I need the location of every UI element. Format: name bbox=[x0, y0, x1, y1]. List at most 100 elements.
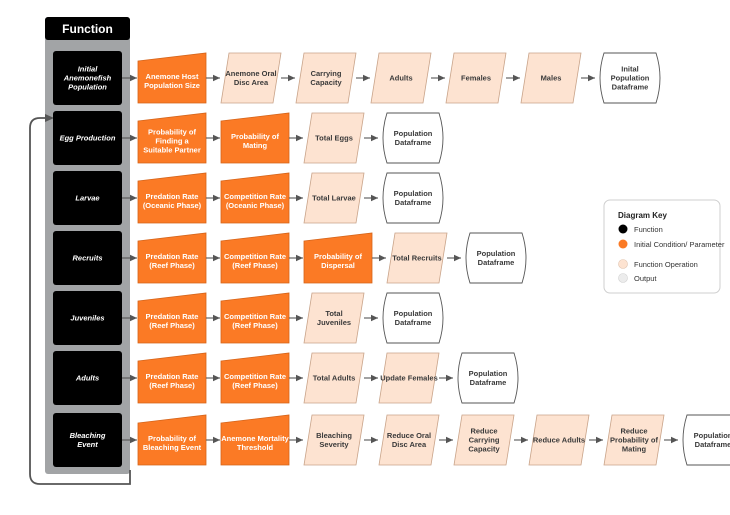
operation-label: Males bbox=[541, 74, 562, 83]
operation-shape bbox=[528, 414, 590, 466]
output-shape bbox=[465, 232, 527, 284]
operation-shape bbox=[303, 172, 365, 224]
output-shape bbox=[599, 52, 661, 104]
key-label-output: Output bbox=[634, 274, 657, 283]
function-box bbox=[53, 351, 122, 405]
output-shape bbox=[682, 414, 730, 466]
function-label: Juveniles bbox=[70, 314, 104, 323]
loop-back-arrowhead bbox=[45, 114, 54, 122]
operation-label: Update Females bbox=[380, 374, 438, 383]
diagram-key: Diagram Key Function Initial Condition/ … bbox=[603, 199, 725, 294]
parameter-shape bbox=[137, 172, 207, 224]
key-swatch-output bbox=[618, 273, 628, 283]
parameter-shape bbox=[220, 232, 290, 284]
function-label: Egg Production bbox=[60, 134, 116, 143]
parameter-shape bbox=[137, 52, 207, 104]
function-box bbox=[53, 291, 122, 345]
operation-shape bbox=[303, 352, 365, 404]
key-title: Diagram Key bbox=[618, 211, 667, 220]
parameter-shape bbox=[220, 172, 290, 224]
key-label-param: Initial Condition/ Parameter bbox=[634, 240, 725, 249]
row-juveniles: Juveniles Predation Rate(Reef Phase) Compe… bbox=[53, 291, 444, 345]
parameter-node: Predation Rate(Oceanic Phase) bbox=[137, 172, 207, 224]
operation-label: Total Larvae bbox=[312, 194, 356, 203]
operation-shape bbox=[453, 414, 515, 466]
operation-node: Females bbox=[445, 52, 507, 104]
parameter-shape bbox=[137, 352, 207, 404]
key-box bbox=[603, 199, 721, 294]
parameter-node: Competition Rate(Reef Phase) bbox=[220, 352, 290, 404]
parameter-node: Competition Rate(Reef Phase) bbox=[220, 232, 290, 284]
operation-label: Females bbox=[461, 74, 491, 83]
parameter-label: Predation Rate(Oceanic Phase) bbox=[143, 192, 202, 210]
parameter-label: Predation Rate(Reef Phase) bbox=[146, 252, 199, 270]
operation-node: Total Larvae bbox=[303, 172, 365, 224]
operation-shape bbox=[370, 52, 432, 104]
parameter-shape bbox=[137, 414, 207, 466]
operation-label: Adults bbox=[389, 74, 412, 83]
parameter-shape bbox=[220, 352, 290, 404]
operation-shape bbox=[378, 352, 440, 404]
operation-label: Total Adults bbox=[313, 374, 356, 383]
operation-shape bbox=[303, 414, 365, 466]
operation-shape bbox=[303, 112, 365, 164]
key-swatch-param bbox=[618, 239, 628, 249]
parameter-node: Competition Rate(Reef Phase) bbox=[220, 292, 290, 344]
operation-shape bbox=[378, 414, 440, 466]
parameter-shape bbox=[137, 112, 207, 164]
operation-label: Total Eggs bbox=[315, 134, 353, 143]
function-label: Larvae bbox=[75, 194, 99, 203]
parameter-shape bbox=[137, 232, 207, 284]
function-box bbox=[53, 171, 122, 225]
operation-node: Males bbox=[520, 52, 582, 104]
operation-node: Reduce Adults bbox=[528, 414, 590, 466]
key-swatch-function bbox=[618, 224, 628, 234]
operation-shape bbox=[303, 292, 365, 344]
function-box bbox=[53, 111, 122, 165]
parameter-label: Competition Rate(Reef Phase) bbox=[224, 372, 286, 390]
function-column-header-box bbox=[45, 17, 130, 40]
loop-back-connector bbox=[29, 117, 131, 485]
parameter-shape bbox=[220, 112, 290, 164]
parameter-label: Predation Rate(Reef Phase) bbox=[146, 312, 199, 330]
operation-shape bbox=[220, 52, 282, 104]
parameter-label: Competition Rate(Reef Phase) bbox=[224, 252, 286, 270]
operation-node: Total Recruits bbox=[386, 232, 448, 284]
function-box bbox=[53, 413, 122, 467]
function-label: Adults bbox=[75, 374, 99, 383]
output-shape bbox=[382, 172, 444, 224]
operation-node: Total Eggs bbox=[303, 112, 365, 164]
